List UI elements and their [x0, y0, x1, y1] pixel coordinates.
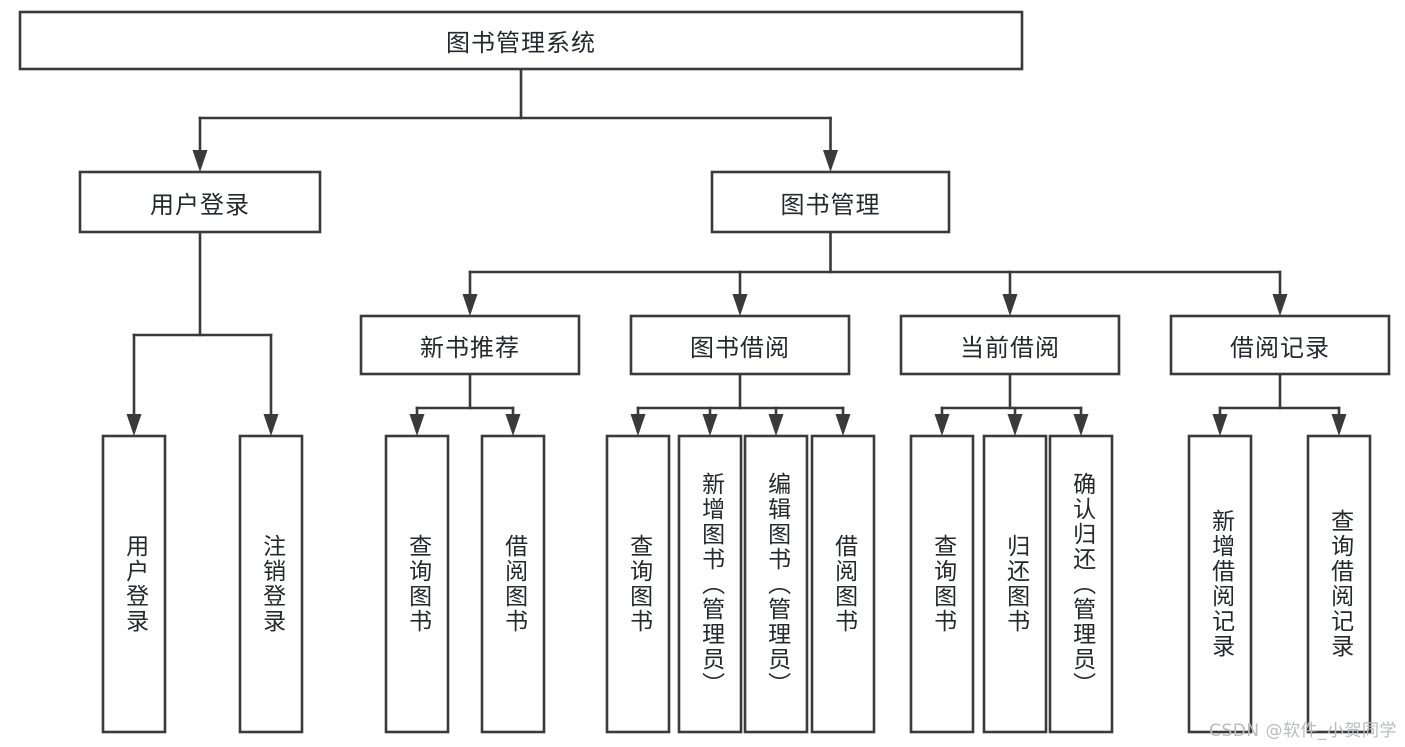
node-box-leaf-query-record[interactable]: [1306, 434, 1372, 734]
arrow-head-icon-leaf-add-record: [1212, 414, 1228, 436]
node-box-user-login[interactable]: [78, 170, 322, 234]
arrow-head-icon-leaf-query-book-1: [409, 414, 425, 436]
node-box-leaf-logout[interactable]: [238, 434, 304, 734]
arrow-head-icon-leaf-confirm-return: [1073, 414, 1089, 436]
node-box-book-borrow[interactable]: [629, 314, 851, 376]
watermark-text: CSDN @软件_小贺同学: [1209, 721, 1397, 741]
arrow-head-icon-current-borrow: [1002, 294, 1018, 316]
node-box-leaf-add-record[interactable]: [1187, 434, 1253, 734]
node-box-book-manage[interactable]: [710, 170, 951, 234]
arrow-head-icon-leaf-query-book-2: [630, 414, 646, 436]
node-box-leaf-return-book[interactable]: [982, 434, 1048, 734]
node-box-leaf-add-book[interactable]: [677, 434, 743, 734]
arrow-head-icon-leaf-borrow-book-2: [835, 414, 851, 436]
arrow-head-icon-borrow-record: [1272, 294, 1288, 316]
arrow-head-icon-leaf-user-login: [126, 414, 142, 436]
nodes-layer: [18, 10, 1391, 734]
node-box-leaf-user-login[interactable]: [101, 434, 167, 734]
arrow-head-icon-book-manage: [823, 150, 838, 172]
node-box-leaf-edit-book[interactable]: [743, 434, 809, 734]
node-box-root[interactable]: [18, 10, 1024, 71]
node-box-leaf-confirm-return[interactable]: [1048, 434, 1114, 734]
node-box-leaf-query-book-2[interactable]: [605, 434, 671, 734]
node-box-leaf-borrow-book-2[interactable]: [810, 434, 876, 734]
arrow-head-icon-book-borrow: [732, 294, 748, 316]
arrow-head-icon-leaf-logout: [263, 414, 279, 436]
node-box-leaf-query-book-1[interactable]: [384, 434, 450, 734]
arrow-head-icon-leaf-edit-book: [768, 414, 784, 436]
arrow-head-icon-new-book-recommend: [462, 294, 478, 316]
arrow-head-icon-leaf-query-book-3: [934, 414, 950, 436]
node-box-new-book-recommend[interactable]: [359, 314, 581, 376]
arrow-head-icon-leaf-add-book: [702, 414, 718, 436]
connectors-layer: [126, 67, 1347, 436]
node-box-leaf-borrow-book-1[interactable]: [480, 434, 546, 734]
arrow-head-icon-leaf-return-book: [1007, 414, 1023, 436]
node-box-borrow-record[interactable]: [1169, 314, 1391, 376]
node-box-current-borrow[interactable]: [899, 314, 1121, 376]
arrow-head-icon-user-login: [192, 150, 208, 172]
arrow-head-icon-leaf-query-record: [1331, 414, 1347, 436]
arrow-head-icon-leaf-borrow-book-1: [505, 414, 521, 436]
node-box-leaf-query-book-3[interactable]: [909, 434, 975, 734]
